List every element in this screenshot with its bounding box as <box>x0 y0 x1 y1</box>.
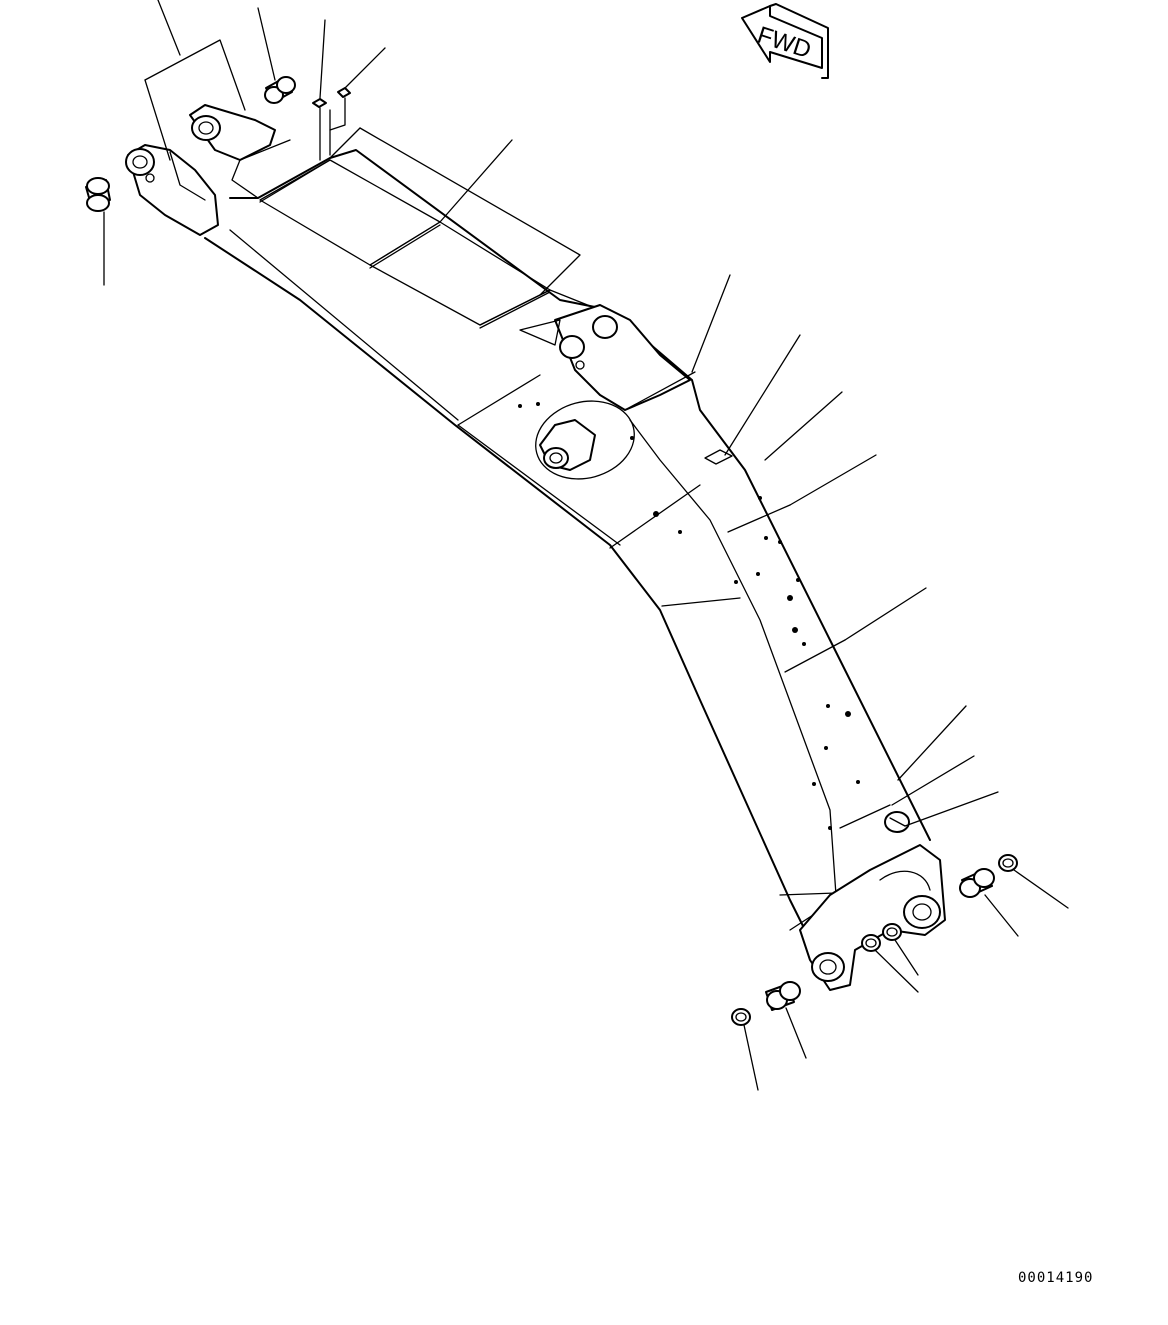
boom-tip <box>799 811 946 991</box>
fittings <box>312 87 351 108</box>
boom-foot <box>125 104 276 236</box>
pipe-clamps <box>259 159 891 829</box>
fwd-label: FWD <box>754 22 814 65</box>
boom-body <box>204 139 931 981</box>
bushing-left <box>85 177 111 212</box>
leader-lines <box>103 0 1069 1091</box>
bushings <box>85 76 995 1011</box>
bushing-tip-bottom <box>765 981 801 1011</box>
bolt-dots <box>518 402 860 830</box>
cylinder-bracket <box>519 304 696 411</box>
fwd-arrow: FWD <box>741 3 829 79</box>
bushing-top <box>264 76 296 104</box>
bushing-tip-right <box>959 868 995 898</box>
drawing-code: 00014190 <box>1018 1270 1094 1286</box>
side-boss <box>535 400 635 480</box>
seals <box>731 854 1018 1026</box>
